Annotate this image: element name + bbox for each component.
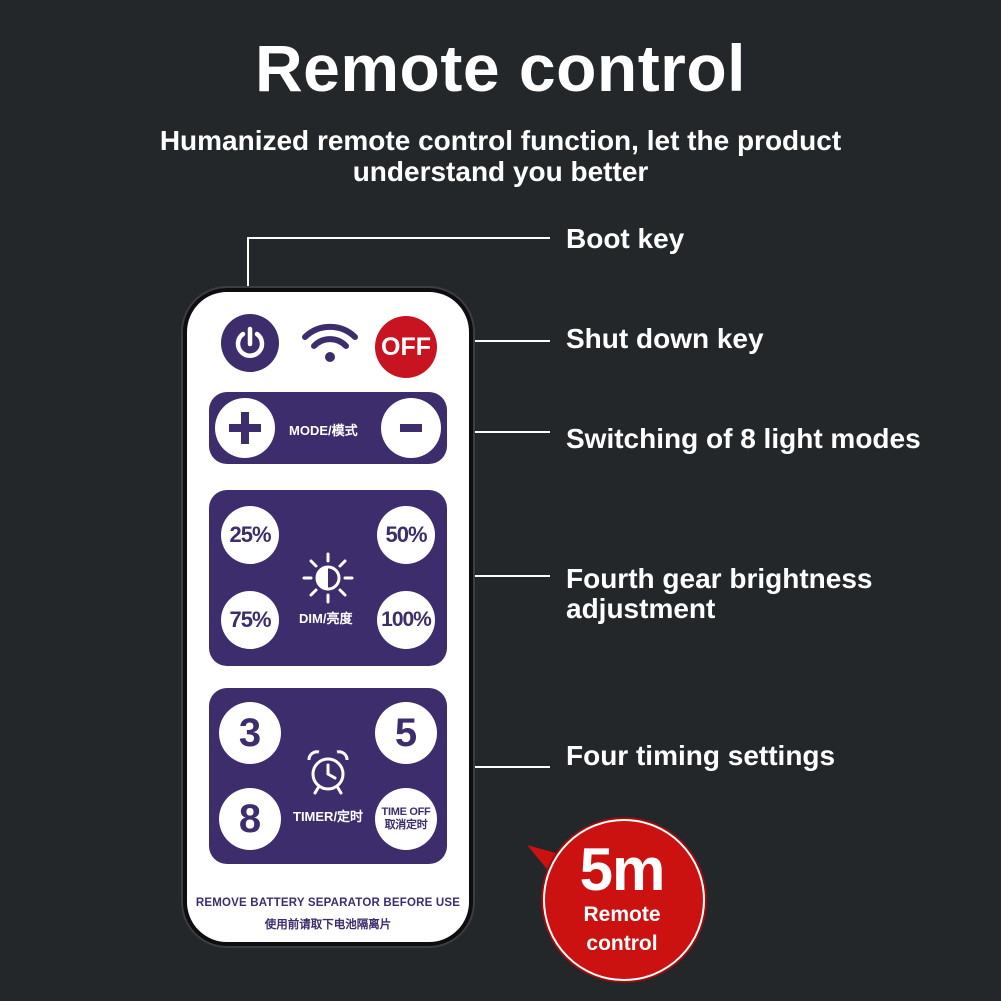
shut-down-leader (464, 340, 550, 342)
callout-shut-down-key: Shut down key (566, 323, 764, 354)
dim-label: DIM/亮度 (299, 611, 353, 626)
brightness-100-button[interactable]: 100% (377, 591, 435, 649)
boot-key-leader-vertical (247, 237, 249, 295)
time-off-label-en: TIME OFF (381, 806, 431, 818)
battery-notice-en: REMOVE BATTERY SEPARATOR BEFORE USE (195, 897, 461, 909)
brightness-75-button[interactable]: 75% (221, 591, 279, 649)
time-off-label-cn: 取消定时 (384, 819, 428, 831)
subtitle-line-1: Humanized remote control function, let t… (159, 125, 842, 156)
timing-leader (440, 766, 550, 768)
mode-label: MODE/模式 (289, 423, 358, 438)
mode-minus-button[interactable] (381, 398, 441, 458)
modes-leader (440, 431, 550, 433)
alarm-clock-icon (307, 750, 349, 795)
page-subtitle: Humanized remote control function, let t… (100, 125, 901, 187)
callout-timing: Four timing settings (566, 740, 836, 771)
minus-icon (400, 424, 422, 432)
badge-distance: 5m (579, 836, 666, 903)
subtitle-line-2: understand you better (352, 156, 649, 187)
brightness-leader (440, 575, 550, 577)
badge-circle (543, 819, 705, 981)
power-icon (235, 326, 265, 358)
remote-control: OFF MODE/模式 25% 50% 75% 100% (183, 288, 473, 946)
boot-key-leader-horizontal (247, 237, 550, 239)
wifi-icon (302, 323, 358, 362)
badge-line-1: Remote (583, 903, 661, 926)
brightness-panel: 25% 50% 75% 100% DIM/亮度 (209, 490, 447, 666)
timer-3-button[interactable]: 3 (219, 702, 281, 764)
callout-boot-key: Boot key (566, 223, 685, 254)
callout-light-modes: Switching of 8 light modes (566, 423, 921, 454)
timer-panel: 3 5 8 TIME OFF 取消定时 TIMER/定时 (209, 688, 447, 864)
timer-label: TIMER/定时 (293, 809, 364, 824)
page-title: Remote control (254, 31, 747, 105)
battery-notice-cn: 使用前请取下电池隔离片 (264, 919, 392, 931)
badge-line-2: control (586, 932, 658, 955)
brightness-50-button[interactable]: 50% (377, 506, 435, 564)
brightness-25-button[interactable]: 25% (221, 506, 279, 564)
callout-brightness: Fourth gear brightness adjustment (566, 564, 872, 624)
timer-8-button[interactable]: 8 (219, 788, 281, 850)
callout-brightness-line-2: adjustment (566, 593, 716, 624)
off-button[interactable]: OFF (375, 316, 437, 378)
power-button[interactable] (221, 314, 279, 372)
mode-panel: MODE/模式 (209, 392, 447, 464)
brightness-icon (302, 552, 354, 604)
mode-plus-button[interactable] (215, 398, 275, 458)
callout-brightness-line-1: Fourth gear brightness (566, 563, 873, 594)
plus-icon (229, 412, 261, 444)
time-off-button[interactable]: TIME OFF 取消定时 (375, 788, 437, 850)
range-badge: 5m Remote control (525, 815, 705, 995)
timer-5-button[interactable]: 5 (375, 702, 437, 764)
